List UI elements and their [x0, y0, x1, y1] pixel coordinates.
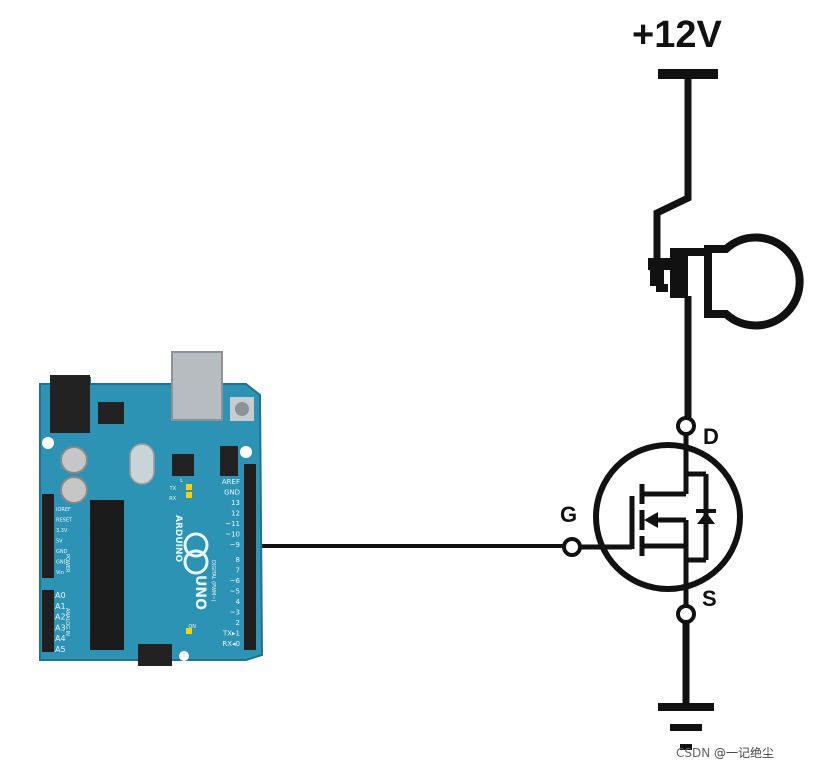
- digital-pin-label-b-2: ~6: [230, 577, 241, 585]
- power-header-label: POWER: [64, 554, 70, 573]
- atmega-chip: [90, 500, 124, 650]
- supply-wire: [653, 78, 692, 262]
- gate-terminal: [562, 537, 582, 557]
- digital-pin-label-3: 12: [231, 510, 240, 518]
- digital-pin-label-b-5: ~3: [230, 609, 240, 617]
- ground-icon: [658, 703, 714, 750]
- arduino-logo: [183, 532, 209, 575]
- power-pin-label-0: IOREF: [56, 507, 71, 513]
- arduino-silkscreen: ARDUINO UNO DIGITAL (PWM~) POWER ANALOG …: [64, 515, 216, 636]
- source-terminal: [676, 604, 696, 624]
- analog-header-label: ANALOG IN: [64, 608, 70, 636]
- power-pin-labels: IOREF RESET 3.3V 5V GND GND Vin: [56, 507, 73, 576]
- digital-pin-label-0: AREF: [222, 478, 240, 486]
- led-labels: LTX RX ON: [169, 478, 197, 630]
- dc-power-jack: [50, 375, 90, 433]
- led-label-1: TX: [169, 486, 177, 492]
- watermark-user: @一记绝尘: [714, 746, 775, 760]
- digital-pin-label-5: ~10: [225, 531, 240, 539]
- analog-pin-label-0: A0: [55, 591, 66, 600]
- body-diode-icon: [686, 471, 716, 563]
- digital-pin-label-4: ~11: [225, 520, 240, 528]
- digital-pin-label-1: GND: [224, 489, 240, 497]
- digital-header-label: DIGITAL (PWM~): [210, 560, 216, 602]
- digital-pin-label-6: ~9: [230, 541, 240, 549]
- power-pin-label-3: 5V: [56, 539, 63, 545]
- arduino-uno-board: [39, 351, 264, 666]
- power-pin-label-6: Vin: [56, 570, 64, 576]
- digital-pin-label-b-8: RX◂0: [222, 640, 240, 648]
- lamp-icon: [648, 233, 804, 330]
- usb-connector: [171, 351, 223, 421]
- mosfet-body: [593, 442, 743, 592]
- analog-pin-label-5: A5: [55, 645, 66, 654]
- digital-pin-label-b-7: TX▸1: [222, 630, 240, 638]
- digital-pin-label-b-1: 7: [236, 567, 240, 575]
- digital-pin-label-b-6: 2: [236, 619, 240, 627]
- power-pin-label-5: GND: [56, 560, 68, 566]
- analog-pin-label-2: A2: [55, 613, 66, 622]
- digital-pin-label-b-4: 4: [236, 598, 241, 606]
- power-pin-label-1: RESET: [56, 518, 73, 524]
- supply-voltage-label: +12V: [632, 14, 722, 56]
- analog-pin-label-1: A1: [55, 602, 66, 611]
- source-label: S: [702, 586, 717, 611]
- supply-rail-bar: [658, 69, 718, 79]
- gate-label: G: [560, 502, 578, 527]
- drain-terminal: [676, 416, 696, 436]
- digital-pin-labels: AREF GND 13 12 ~11 ~10 ~9 8 7 ~6 ~5 4 ~3 2TX▸1RX◂0: [222, 478, 241, 648]
- analog-header: [42, 590, 54, 652]
- analog-pin-label-3: A3: [55, 623, 66, 632]
- digital-pin-label-b-0: 8: [236, 556, 240, 564]
- watermark: CSDN @一记绝尘: [676, 744, 774, 761]
- watermark-site: CSDN: [676, 746, 711, 760]
- power-header: [42, 494, 54, 578]
- arduino-logo-text: ARDUINO: [173, 515, 183, 563]
- drain-label: D: [703, 424, 719, 449]
- digital-pin-label-b-3: ~5: [230, 588, 240, 596]
- power-pin-label-4: GND: [56, 549, 68, 555]
- mosfet-channel: [639, 474, 689, 560]
- led-label-3: ON: [188, 624, 196, 630]
- power-pin-label-2: 3.3V: [56, 528, 68, 534]
- led-label-0: L: [180, 478, 183, 484]
- digital-header: [244, 464, 256, 650]
- led-label-2: RX: [169, 496, 176, 502]
- digital-pin-label-2: 13: [231, 499, 240, 507]
- arduino-model-text: UNO: [192, 575, 208, 610]
- analog-pin-label-4: A4: [55, 634, 66, 643]
